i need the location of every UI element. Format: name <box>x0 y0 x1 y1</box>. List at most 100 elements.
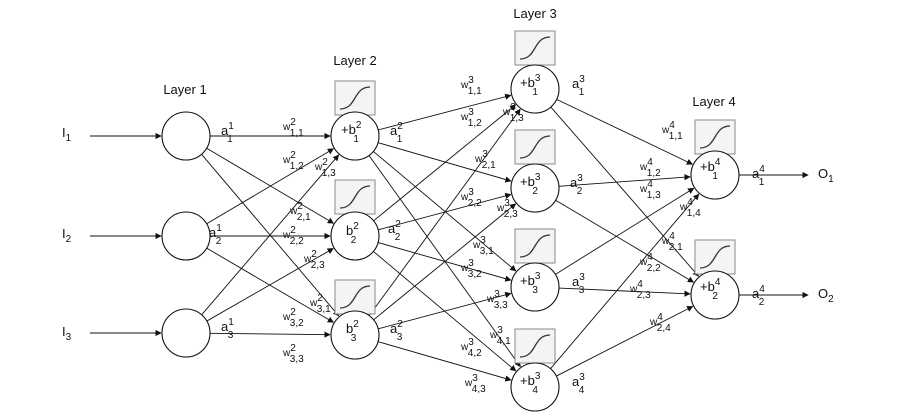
neuron-l1-3 <box>161 308 211 358</box>
edge-l3-3-l4-1 <box>555 187 695 275</box>
edge-l1-2-l2-1 <box>206 148 335 225</box>
neuron-nodes <box>161 64 740 412</box>
layer-title-4: Layer 4 <box>692 94 735 109</box>
svg-text:I1: I1 <box>62 125 72 144</box>
edge-l2-3-l3-3 <box>378 291 512 330</box>
svg-text:O2: O2 <box>818 286 834 305</box>
edge-l2-1-l3-3 <box>373 151 517 272</box>
input-label-1: I1 <box>62 125 72 144</box>
neuron-l1-2 <box>161 211 211 261</box>
neuron-l4-1 <box>690 150 740 200</box>
edge-l2-2-l3-1 <box>373 104 517 222</box>
sigmoid-icon <box>334 179 376 215</box>
output-label-2: O2 <box>818 286 834 305</box>
sigmoid-icon <box>514 129 556 165</box>
neuron-l3-4 <box>510 362 560 412</box>
edge-l2-3-l3-2 <box>373 203 517 321</box>
edge-l3-4-l4-1 <box>550 193 700 369</box>
neuron-l1-1 <box>161 111 211 161</box>
neuron-l3-3 <box>510 262 560 312</box>
edge-l3-2-l4-1 <box>558 174 691 187</box>
sigmoid-icon <box>514 30 556 66</box>
edge-l3-1-l4-2 <box>550 106 699 277</box>
neuron-l4-2 <box>690 270 740 320</box>
edge-l3-3-l4-2 <box>558 287 691 297</box>
edge-l2-1-l3-2 <box>377 142 512 183</box>
layer-title-2: Layer 2 <box>333 53 376 68</box>
edge-l2-3-l3-1 <box>368 108 521 316</box>
sigmoid-icon <box>694 119 736 155</box>
neuron-l2-2 <box>330 211 380 261</box>
neuron-l2-3 <box>330 310 380 360</box>
neuron-l2-1 <box>330 111 380 161</box>
sigmoid-icon <box>514 328 556 364</box>
edge-l1-3-l2-3 <box>209 331 331 338</box>
connection-edges <box>90 93 809 382</box>
edge-l1-3-l2-1 <box>201 154 340 316</box>
edge-l2-3-l3-4 <box>377 341 512 382</box>
neuron-l3-1 <box>510 64 560 114</box>
input-label-2: I2 <box>62 226 72 245</box>
sigmoid-icon <box>334 279 376 315</box>
sigmoid-icon <box>514 228 556 264</box>
svg-text:I3: I3 <box>62 324 72 343</box>
edge-l1-3-l2-2 <box>206 248 334 322</box>
svg-text:O1: O1 <box>818 166 834 185</box>
svg-text:I2: I2 <box>62 226 72 245</box>
edge-l3-1-l4-1 <box>556 98 694 165</box>
activation-icons <box>334 30 736 364</box>
sigmoid-icon <box>334 80 376 116</box>
output-label-1: O1 <box>818 166 834 185</box>
layer-title-1: Layer 1 <box>163 82 206 97</box>
